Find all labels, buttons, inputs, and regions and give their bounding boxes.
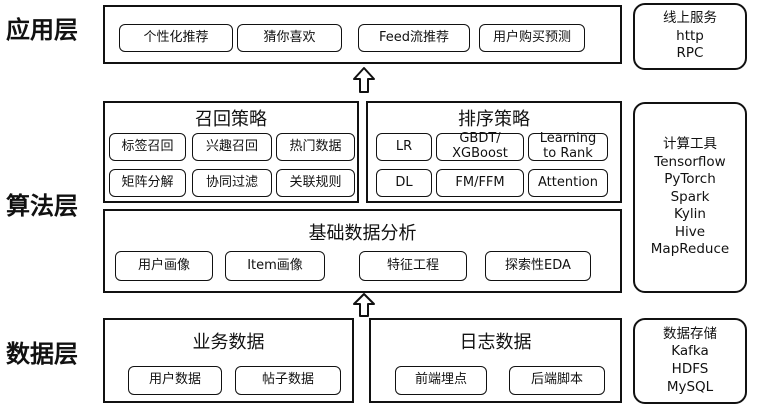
business-data-title: 业务数据 — [192, 332, 265, 353]
ranking-strategy-title: 排序策略 — [458, 109, 530, 130]
recall-item-hot: 热门数据 — [276, 133, 355, 161]
business-item-post-data: 帖子数据 — [235, 366, 341, 395]
online-service-box: 线上服务 http RPC — [633, 3, 747, 70]
data-storage-kafka: Kafka — [671, 343, 709, 360]
recall-item-collaborative-filtering: 协同过滤 — [192, 169, 272, 197]
ranking-item-attention: Attention — [528, 169, 608, 197]
compute-tool-hive: Hive — [674, 223, 706, 240]
data-layer-label: 数据层 — [6, 340, 78, 368]
ranking-item-gbdt: GBDT/ XGBoost — [436, 131, 524, 161]
ranking-item-dl: DL — [376, 169, 432, 197]
up-arrow-icon — [353, 67, 375, 93]
recall-item-interest: 兴趣召回 — [192, 133, 272, 161]
app-item-personalized-recommendation: 个性化推荐 — [119, 24, 233, 52]
data-storage-mysql: MySQL — [666, 378, 714, 395]
log-item-backend-script: 后端脚本 — [509, 366, 605, 395]
ranking-strategy-panel: 排序策略 LR GBDT/ XGBoost Learning to Rank D… — [366, 101, 622, 203]
compute-tool-spark: Spark — [670, 188, 710, 205]
basic-data-analysis-panel: 基础数据分析 用户画像 Item画像 特征工程 探索性EDA — [103, 209, 622, 293]
online-service-http: http — [676, 27, 704, 44]
analysis-item-user-profile: 用户画像 — [115, 251, 213, 281]
application-layer-label: 应用层 — [6, 16, 78, 44]
data-storage-hdfs: HDFS — [671, 361, 709, 377]
application-panel: 个性化推荐 猜你喜欢 Feed流推荐 用户购买预测 — [103, 5, 622, 64]
online-service-title: 线上服务 — [663, 10, 717, 27]
basic-data-analysis-title: 基础数据分析 — [308, 223, 417, 244]
recall-strategy-title: 召回策略 — [195, 109, 267, 130]
business-item-user-data: 用户数据 — [128, 366, 222, 395]
log-item-frontend-tracking: 前端埋点 — [395, 366, 487, 395]
compute-tools-box: 计算工具 Tensorflow PyTorch Spark Kylin Hive… — [633, 102, 747, 293]
app-item-purchase-prediction: 用户购买预测 — [479, 24, 585, 52]
analysis-item-item-profile: Item画像 — [225, 251, 325, 281]
analysis-item-feature-engineering: 特征工程 — [359, 251, 467, 281]
recall-item-tag: 标签召回 — [109, 133, 186, 161]
log-data-panel: 日志数据 前端埋点 后端脚本 — [369, 318, 622, 403]
analysis-item-eda: 探索性EDA — [485, 251, 591, 281]
compute-tool-tensorflow: Tensorflow — [654, 153, 726, 170]
log-data-title: 日志数据 — [459, 332, 532, 353]
compute-tool-pytorch: PyTorch — [664, 171, 716, 188]
recall-item-association-rules: 关联规则 — [276, 169, 355, 197]
ranking-item-learning-to-rank: Learning to Rank — [528, 131, 608, 161]
up-arrow-icon — [353, 293, 375, 317]
recall-strategy-panel: 召回策略 标签召回 兴趣召回 热门数据 矩阵分解 协同过滤 关联规则 — [103, 101, 359, 203]
business-data-panel: 业务数据 用户数据 帖子数据 — [103, 318, 354, 403]
data-storage-title: 数据存储 — [663, 325, 717, 342]
ranking-item-fm-ffm: FM/FFM — [436, 169, 524, 197]
app-item-feed-recommendation: Feed流推荐 — [358, 24, 470, 52]
data-storage-box: 数据存储 Kafka HDFS MySQL — [633, 318, 747, 404]
recall-item-matrix-factorization: 矩阵分解 — [109, 169, 186, 197]
online-service-rpc: RPC — [676, 45, 704, 62]
compute-tool-kylin: Kylin — [674, 206, 706, 223]
compute-tools-title: 计算工具 — [663, 136, 717, 153]
app-item-guess-you-like: 猜你喜欢 — [237, 24, 342, 52]
compute-tool-mapreduce: MapReduce — [650, 241, 730, 258]
algorithm-layer-label: 算法层 — [6, 192, 78, 220]
ranking-item-lr: LR — [376, 133, 432, 161]
